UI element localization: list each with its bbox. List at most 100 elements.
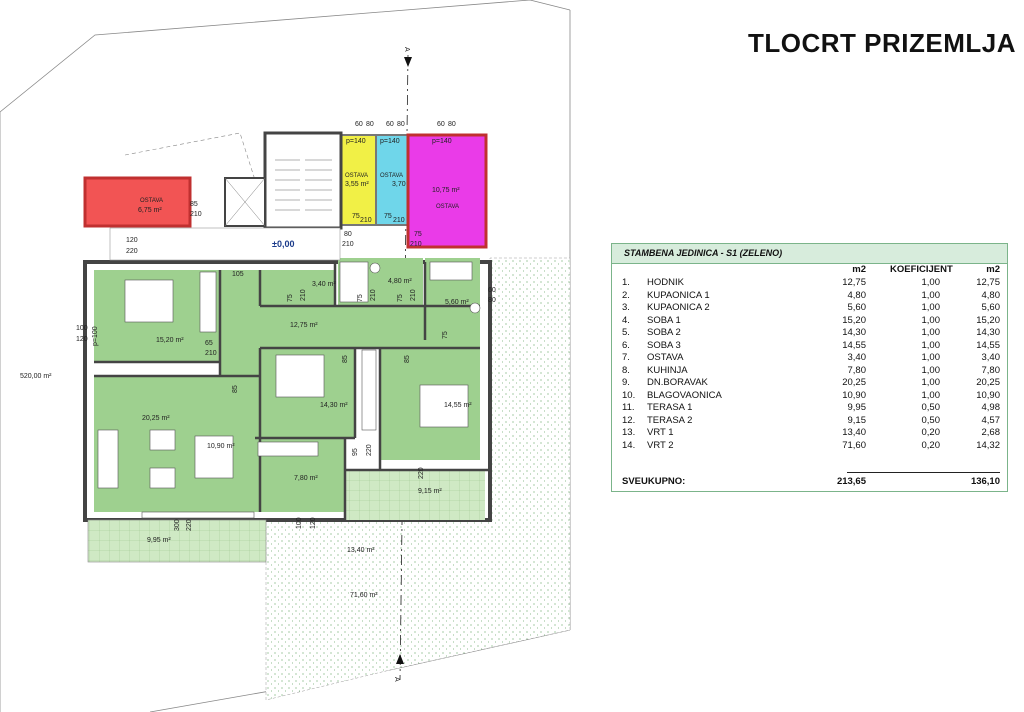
header-m2: m2 — [852, 264, 866, 275]
row-m2-weighted: 5,60 — [981, 302, 1001, 313]
row-m2-weighted: 15,20 — [976, 314, 1000, 326]
row-number: 3. — [622, 302, 630, 313]
storage-red — [83, 176, 192, 228]
dim-85-boravak: 85 — [232, 385, 239, 393]
row-m2-weighted: 10,90 — [976, 389, 1000, 401]
dim-60-a: 60 — [355, 121, 363, 128]
row-name: VRT 1 — [647, 427, 674, 438]
total-divider — [847, 472, 1000, 473]
row-koeficijent: 1,00 — [921, 389, 941, 401]
row-koeficijent: 1,00 — [921, 302, 941, 313]
terrace-bench — [141, 511, 255, 519]
sofa — [97, 429, 119, 489]
dim-75-yellow: 75 — [352, 213, 360, 220]
stair-core — [263, 131, 343, 230]
dim-95-kuhinja: 95 — [352, 448, 359, 456]
entrance-corridor — [109, 227, 341, 261]
row-koeficijent: 0,50 — [921, 402, 941, 413]
row-number: 1. — [622, 277, 630, 288]
dim-210-entry: 210 — [342, 241, 354, 248]
row-name: KUHINJA — [647, 364, 688, 376]
row-name: TERASA 1 — [647, 402, 693, 413]
area-blagovaonica: 10,90 m² — [207, 443, 235, 450]
row-m2: 12,75 — [842, 277, 866, 288]
area-hodnik: 12,75 m² — [290, 322, 318, 329]
row-m2: 4,80 — [847, 289, 867, 301]
row-number: 5. — [622, 327, 630, 338]
dim-p140-cyan: p=140 — [380, 138, 400, 145]
row-m2-weighted: 2,68 — [981, 427, 1001, 438]
dim-120-window: 120 — [76, 336, 88, 343]
table-total-row: SVEUKUPNO: 213,65 136,10 — [612, 476, 1007, 488]
row-name: VRT 2 — [647, 439, 674, 451]
furniture — [97, 261, 481, 519]
row-number: 13. — [622, 427, 636, 438]
dim-220-terasa2: 220 — [366, 444, 373, 456]
dim-100-door: 100 — [296, 517, 303, 529]
row-number: 10. — [622, 389, 636, 401]
dim-210-red: 210 — [190, 211, 202, 218]
area-boravak: 20,25 m² — [142, 415, 170, 422]
dim-80-window: 80 — [488, 297, 496, 304]
kitchen-counter — [257, 441, 319, 457]
dim-80-entry: 80 — [344, 231, 352, 238]
storage-cyan-area: 3,70 — [392, 181, 406, 188]
row-m2: 7,80 — [847, 364, 867, 376]
row-m2-weighted: 14,55 — [976, 339, 1000, 351]
dining-table — [194, 435, 234, 479]
row-m2: 15,20 — [842, 314, 866, 326]
total-m2-weighted: 136,10 — [970, 476, 1000, 487]
storage-red-name: OSTAVA — [140, 198, 163, 204]
floor-plan: A A — [0, 0, 571, 712]
row-m2-weighted: 14,32 — [976, 439, 1000, 451]
dim-85-soba2: 85 — [342, 355, 349, 363]
dim-60-window: 60 — [488, 287, 496, 294]
storage-cyan-name: OSTAVA — [380, 173, 403, 179]
dim-210-ostava: 210 — [300, 289, 307, 301]
row-m2-weighted: 14,30 — [976, 327, 1000, 338]
dim-80-a: 80 — [366, 121, 374, 128]
storage-cyan — [375, 134, 409, 226]
dim-60-b: 60 — [386, 121, 394, 128]
row-koeficijent: 1,00 — [921, 327, 941, 338]
area-terasa2: 9,15 m² — [418, 488, 442, 495]
total-label: SVEUKUPNO: — [622, 476, 686, 487]
row-number: 8. — [622, 364, 630, 376]
row-number: 14. — [622, 439, 636, 451]
area-vrt1: 13,40 m² — [347, 547, 375, 554]
area-soba2: 14,30 m² — [320, 402, 348, 409]
row-m2-weighted: 12,75 — [976, 277, 1000, 288]
row-m2: 71,60 — [842, 439, 866, 451]
area-kuhinja: 7,80 m² — [294, 475, 318, 482]
row-name: OSTAVA — [647, 352, 684, 363]
row-name: SOBA 1 — [647, 314, 681, 326]
dashed-outline — [124, 132, 256, 181]
section-arrow-bottom-icon — [396, 654, 404, 664]
storage-yellow — [340, 134, 377, 226]
area-kupaonica1: 4,80 m² — [388, 278, 412, 285]
area-vrt2: 71,60 m² — [350, 592, 378, 599]
bed-soba3 — [419, 384, 469, 428]
header-koeficijent: KOEFICIJENT — [890, 264, 953, 275]
room-ostava-small — [260, 270, 335, 306]
area-soba1: 15,20 m² — [156, 337, 184, 344]
row-number: 6. — [622, 339, 630, 351]
row-m2: 9,15 — [847, 414, 867, 426]
storage-yellow-area: 3,55 m² — [345, 181, 369, 188]
storage-magenta-name: OSTAVA — [436, 204, 459, 210]
row-m2: 14,55 — [842, 339, 866, 351]
row-m2: 9,95 — [847, 402, 867, 413]
room-hodnik-center — [260, 306, 480, 348]
dim-210-cyan: 210 — [393, 217, 405, 224]
storage-magenta-area: 10,75 m² — [432, 187, 460, 194]
room-hodnik — [220, 270, 260, 376]
